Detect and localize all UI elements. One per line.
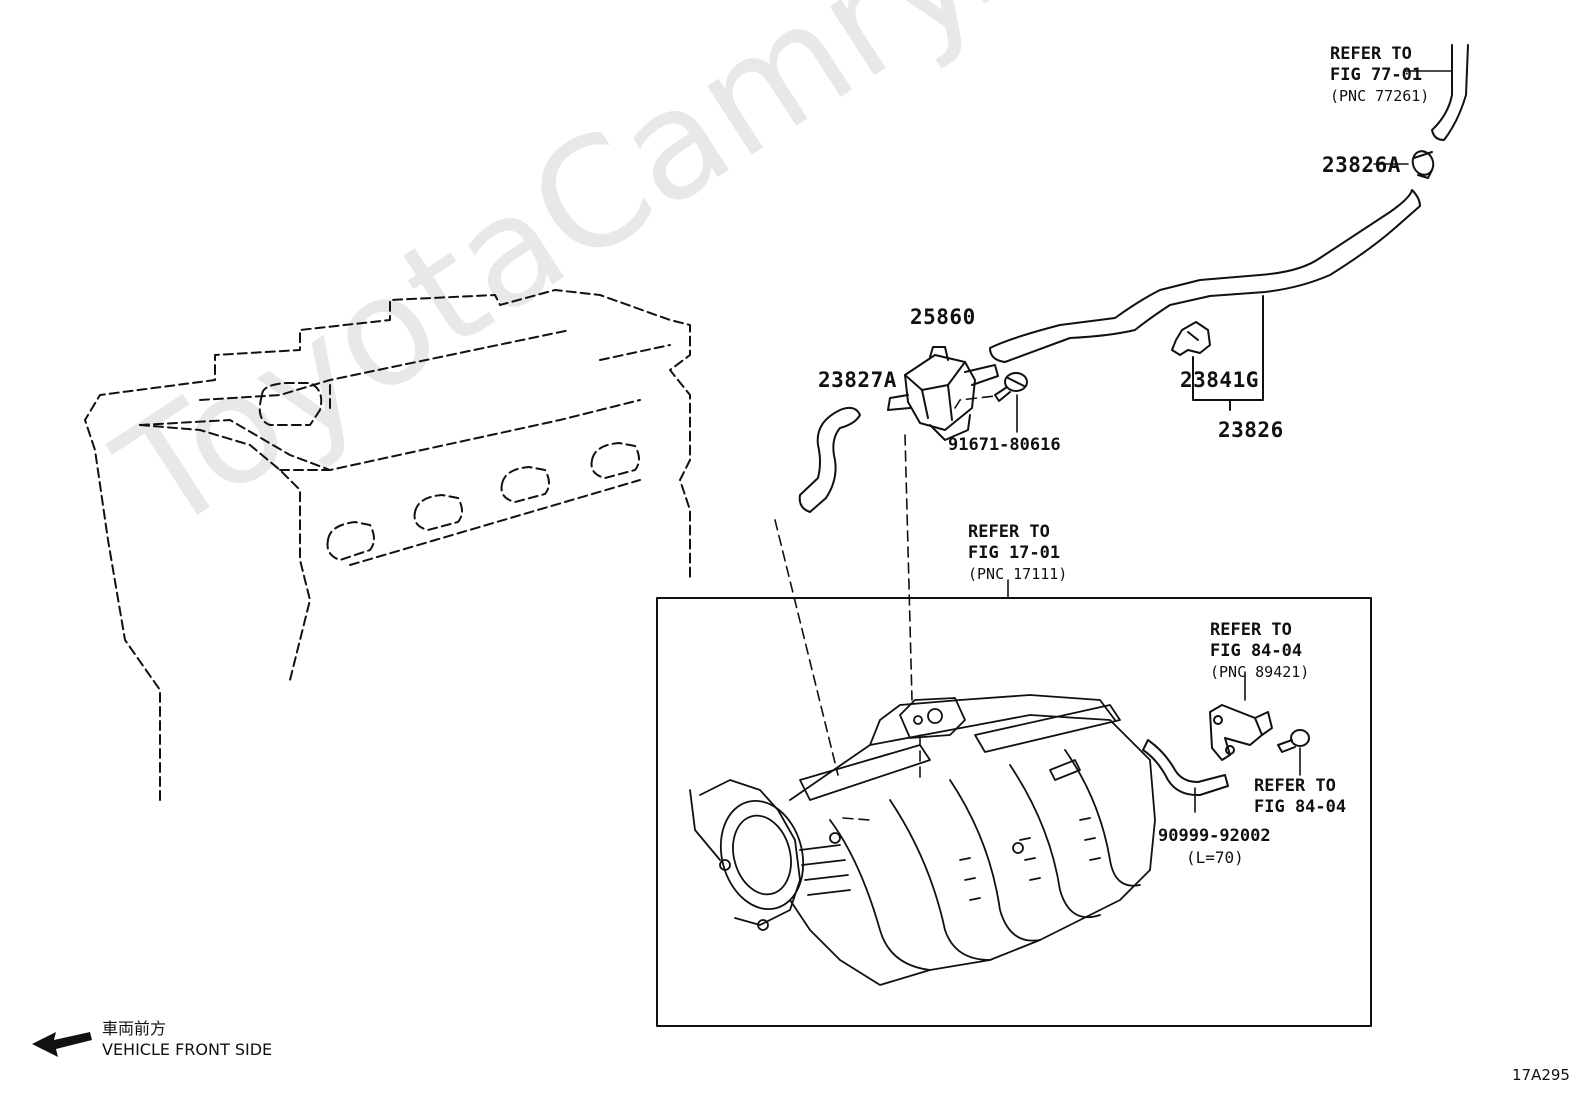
intake-manifold bbox=[690, 695, 1155, 985]
clip-23841G bbox=[1172, 322, 1210, 355]
ref-fig17-line2: FIG 17-01 bbox=[968, 543, 1061, 563]
hose-90999 bbox=[1143, 740, 1228, 795]
hose-23827A bbox=[800, 408, 860, 512]
ref-fig84-sensor-line1: REFER TO bbox=[1210, 620, 1292, 640]
part-90999-92002[interactable]: 90999-92002 bbox=[1158, 826, 1271, 846]
legend-en: VEHICLE FRONT SIDE bbox=[102, 1040, 273, 1059]
vehicle-front-legend: 車両前方 VEHICLE FRONT SIDE bbox=[102, 1018, 272, 1060]
part-23827A[interactable]: 23827A bbox=[818, 368, 897, 392]
part-23826[interactable]: 23826 bbox=[1218, 418, 1284, 442]
part-23841G[interactable]: 23841G bbox=[1180, 368, 1259, 392]
ref-fig77[interactable]: REFER TO FIG 77-01 (PNC 77261) bbox=[1330, 44, 1429, 107]
ref-fig77-pnc: (PNC 77261) bbox=[1330, 87, 1430, 105]
ref-fig17-pnc: (PNC 17111) bbox=[968, 565, 1068, 583]
ref-fig77-line1: REFER TO bbox=[1330, 44, 1412, 64]
ref-fig84-bolt-line1: REFER TO bbox=[1254, 776, 1336, 796]
part-25860[interactable]: 25860 bbox=[910, 305, 976, 329]
engine-block-outline bbox=[85, 290, 690, 800]
part-91671-80616[interactable]: 91671-80616 bbox=[948, 435, 1061, 455]
bracket-23826 bbox=[1193, 296, 1263, 410]
figure-id: 17A295 bbox=[1512, 1066, 1570, 1084]
sensor-84-04 bbox=[1210, 705, 1272, 760]
ref-fig84-sensor-line2: FIG 84-04 bbox=[1210, 641, 1303, 661]
bolt-91671 bbox=[995, 373, 1027, 401]
ref-fig84-bolt[interactable]: REFER TO FIG 84-04 bbox=[1254, 776, 1346, 818]
label-leaders bbox=[1008, 71, 1452, 812]
ref-fig84-bolt-line2: FIG 84-04 bbox=[1254, 797, 1347, 817]
manifold-box bbox=[657, 598, 1371, 1026]
ref-fig84-sensor[interactable]: REFER TO FIG 84-04 (PNC 89421) bbox=[1210, 620, 1309, 683]
part-23826A[interactable]: 23826A bbox=[1322, 153, 1401, 177]
hose-23826 bbox=[990, 190, 1420, 362]
ref-fig84-sensor-pnc: (PNC 89421) bbox=[1210, 663, 1310, 681]
ref-fig77-line2: FIG 77-01 bbox=[1330, 65, 1423, 85]
leader-lines bbox=[775, 396, 995, 820]
ref-fig17[interactable]: REFER TO FIG 17-01 (PNC 17111) bbox=[968, 522, 1067, 585]
clamp-23826A bbox=[1409, 148, 1436, 178]
ref-fig17-line1: REFER TO bbox=[968, 522, 1050, 542]
bolt-sensor bbox=[1278, 730, 1309, 752]
legend-jp: 車両前方 bbox=[102, 1019, 167, 1038]
part-90999-length: (L=70) bbox=[1186, 848, 1244, 867]
vsv-25860 bbox=[888, 347, 998, 440]
arrow-left-icon bbox=[32, 1032, 92, 1057]
hose-upper bbox=[1432, 45, 1468, 140]
